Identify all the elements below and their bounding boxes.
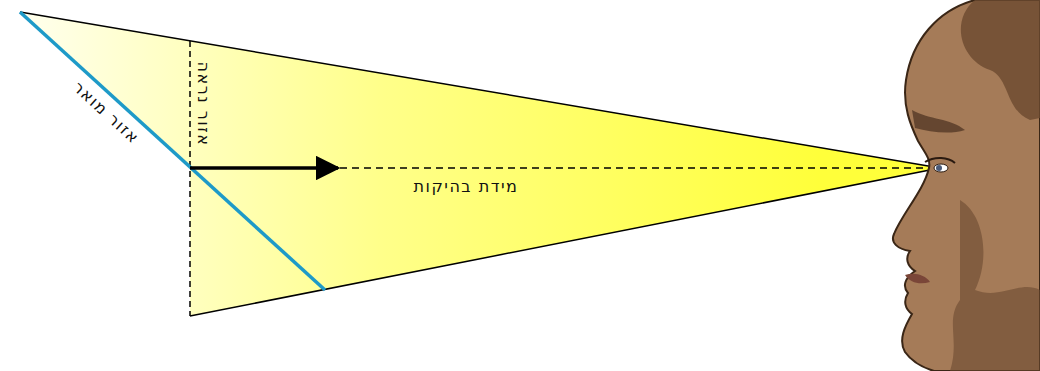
brightness-label: מידת בהיקות: [414, 179, 519, 195]
lit-surface: [20, 12, 325, 290]
cone-edge: [20, 12, 940, 168]
visible-area-label: אזור נראה: [195, 62, 211, 147]
measure-arrow: [190, 166, 338, 170]
view-cone: [20, 12, 940, 316]
measure-line: [340, 167, 940, 169]
head-profile: [893, 0, 1040, 371]
cone-edge: [190, 168, 940, 316]
visible-plane: [189, 41, 191, 316]
lit-area-label: אזור מואר: [70, 79, 142, 147]
